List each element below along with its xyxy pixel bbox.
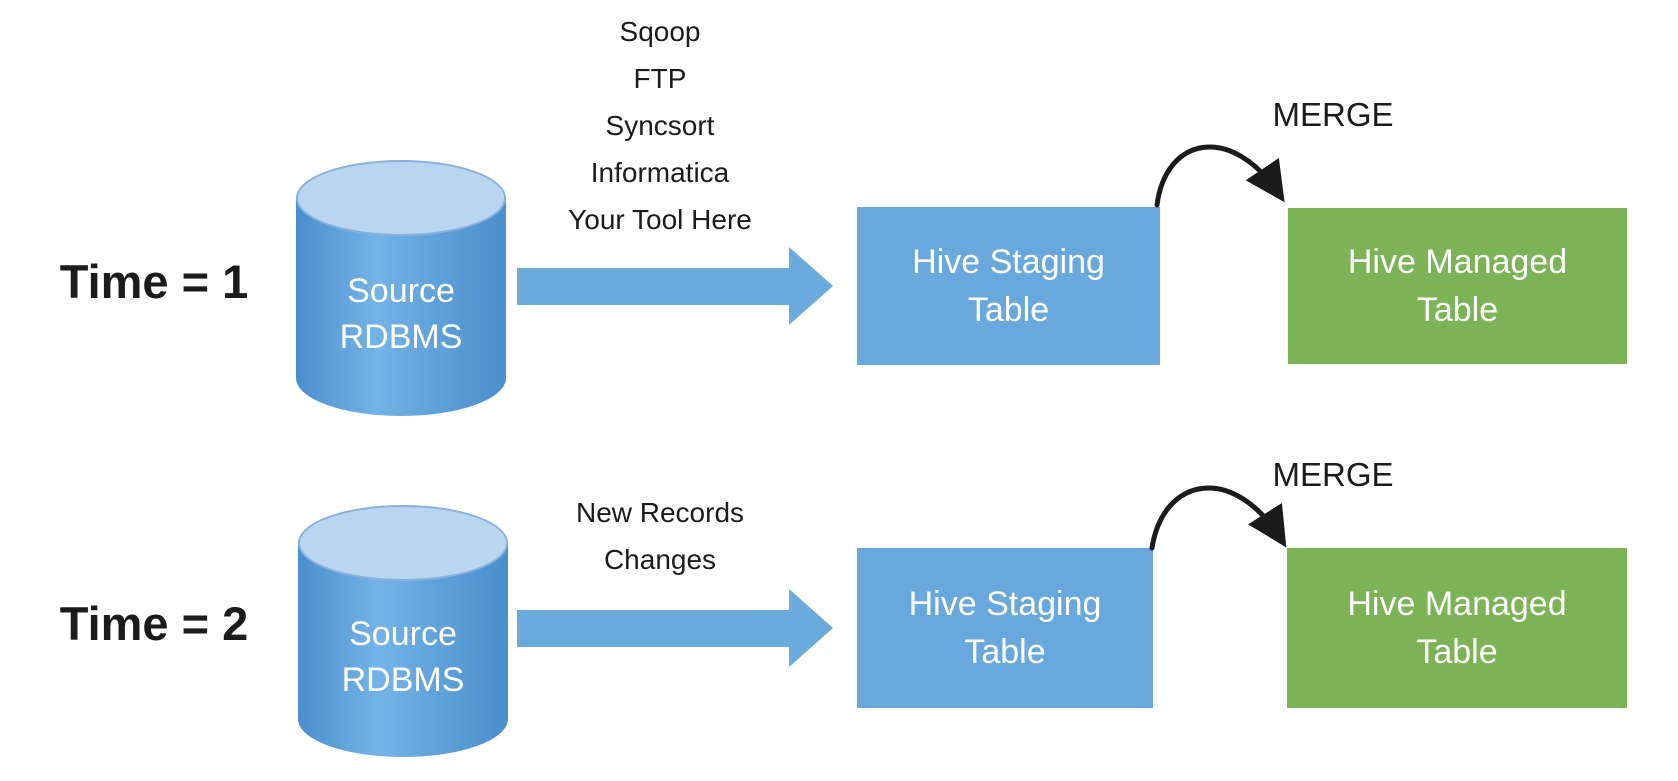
source-rdbms-cylinder-row1: Source RDBMS [296, 160, 506, 416]
flow-arrowhead-icon [789, 589, 833, 667]
tool-label: Sqoop [619, 16, 701, 47]
merge-label-row2: MERGE [1272, 456, 1394, 493]
tool-label: Your Tool Here [568, 204, 752, 235]
cylinder-top-ellipse [298, 505, 508, 581]
staging-line: Table [967, 291, 1050, 329]
staging-line: Table [964, 633, 1046, 671]
time-label-row2: Time = 2 [59, 597, 249, 650]
time-label-row1: Time = 1 [59, 255, 249, 308]
ingest-tools-label-row2: New Records Changes [490, 489, 830, 583]
source-rdbms-label: Source RDBMS [340, 268, 463, 360]
tool-label: New Records [575, 497, 745, 528]
tool-label: FTP [633, 63, 687, 94]
tool-label: Syncsort [605, 110, 715, 141]
hive-staging-table-row2: Hive Staging Table [857, 548, 1153, 708]
staging-line: Hive Staging [908, 585, 1102, 623]
hive-staging-table-row1: Hive Staging Table [857, 207, 1160, 365]
source-line: Source [349, 615, 457, 653]
merge-label-row1: MERGE [1272, 96, 1394, 133]
tool-label: Changes [603, 544, 717, 575]
hive-managed-table-row1: Hive Managed Table [1288, 208, 1627, 364]
tool-label: Informatica [590, 157, 730, 188]
source-rdbms-label: Source RDBMS [342, 611, 465, 703]
source-line: Source [347, 272, 455, 310]
flow-arrow-icon [517, 610, 790, 647]
managed-line: Hive Managed [1347, 243, 1568, 281]
managed-line: Table [1416, 633, 1498, 671]
cylinder-top-ellipse [296, 160, 506, 236]
source-rdbms-cylinder-row2: Source RDBMS [298, 505, 508, 757]
ingest-tools-label-row1: Sqoop FTP Syncsort Informatica Your Tool… [490, 8, 830, 243]
rdbms-line: RDBMS [339, 318, 463, 356]
managed-line: Table [1416, 291, 1499, 329]
managed-line: Hive Managed [1347, 585, 1567, 623]
hive-managed-table-row2: Hive Managed Table [1287, 548, 1627, 708]
flow-arrowhead-icon [789, 247, 833, 325]
rdbms-line: RDBMS [341, 661, 465, 699]
merge-arrow-icon [1154, 144, 1285, 208]
flow-arrow-icon [517, 268, 790, 305]
staging-line: Hive Staging [912, 243, 1105, 281]
merge-arrow-icon [1149, 485, 1287, 551]
